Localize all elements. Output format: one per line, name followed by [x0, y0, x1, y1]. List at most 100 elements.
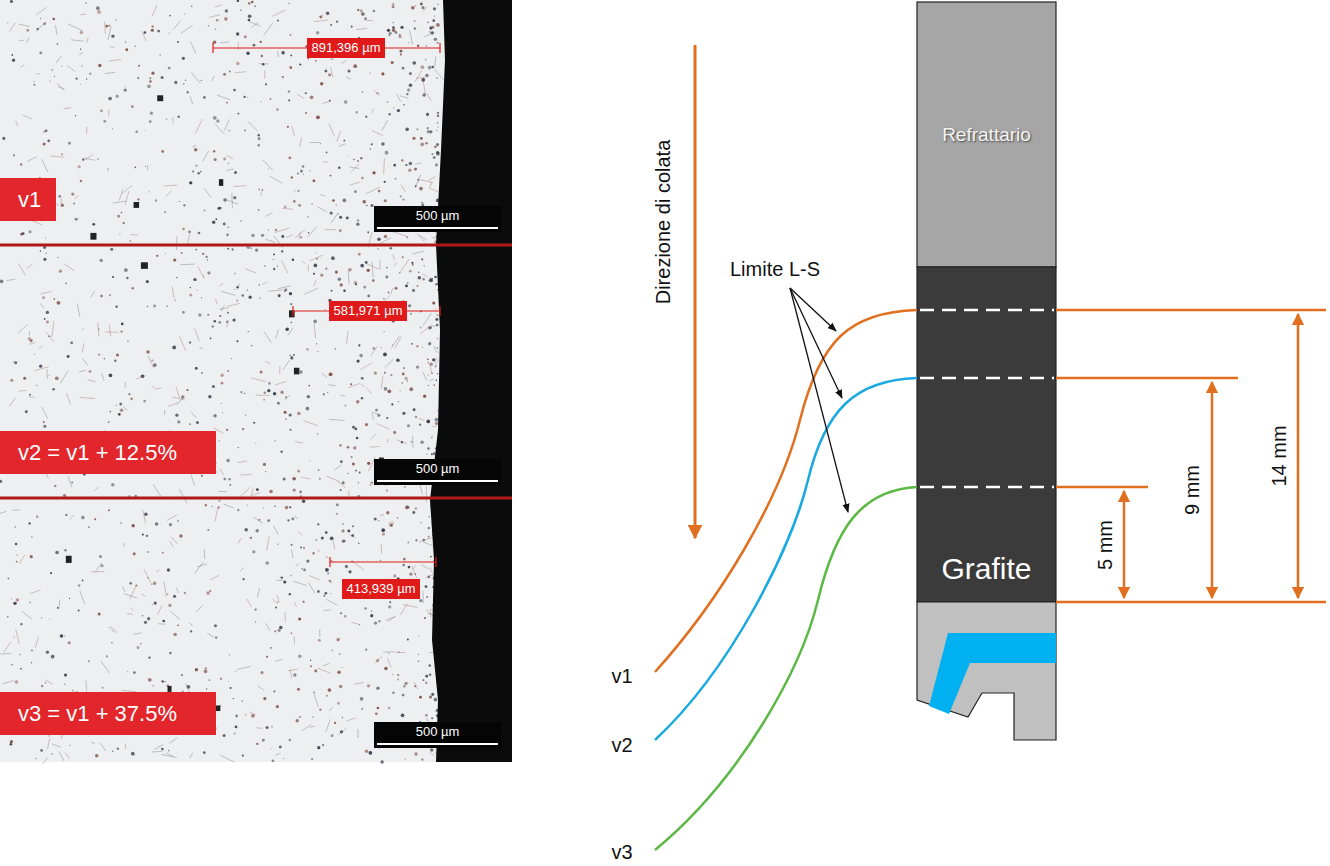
- grain-boundary: [361, 384, 365, 387]
- grain-dot: [418, 635, 419, 636]
- grain-dot: [366, 205, 368, 207]
- grain-dot: [181, 252, 183, 254]
- grain-boundary: [16, 629, 20, 644]
- refractory-label-box: Refrattario: [917, 2, 1056, 267]
- grain-dot: [41, 617, 43, 619]
- curve-label: v3: [611, 841, 632, 864]
- grain-dot: [121, 323, 124, 326]
- grain-dot: [354, 281, 357, 284]
- grain-dot: [7, 616, 8, 617]
- grain-dot: [197, 172, 200, 175]
- grain-dot: [329, 580, 331, 582]
- grain-boundary: [227, 156, 233, 159]
- grain-boundary: [143, 510, 146, 523]
- grain-dot: [311, 203, 313, 205]
- grain-dot: [426, 453, 427, 454]
- grain-dot: [405, 164, 407, 166]
- grain-dot: [222, 412, 223, 413]
- grain-dot: [399, 272, 400, 273]
- grain-dot: [408, 168, 411, 171]
- grain-boundary: [423, 313, 431, 325]
- grain-dot: [310, 660, 311, 661]
- grain-dot: [271, 726, 272, 727]
- grain-dot: [264, 392, 267, 395]
- grain-boundary: [349, 383, 360, 387]
- grain-dot: [427, 127, 429, 129]
- cooling-channel: [929, 633, 1056, 714]
- grain-boundary: [156, 388, 161, 389]
- grain-dot: [235, 671, 236, 672]
- grain-dot: [219, 440, 220, 441]
- grain-dot: [50, 572, 52, 574]
- grain-dot: [179, 201, 180, 202]
- grain-boundary: [133, 633, 141, 635]
- grain-dot: [435, 422, 438, 425]
- grain-dot: [263, 508, 264, 509]
- grain-dot: [10, 740, 13, 743]
- grain-boundary: [169, 403, 179, 406]
- grain-dot: [359, 472, 361, 474]
- grain-dot: [198, 232, 201, 235]
- grain-dot: [235, 715, 238, 718]
- grain-boundary: [314, 323, 316, 338]
- grain-dot: [82, 329, 83, 330]
- grain-dot: [92, 223, 95, 226]
- grain-boundary: [19, 24, 30, 26]
- grain-boundary: [197, 564, 207, 567]
- grain-boundary: [4, 641, 11, 652]
- grain-dot: [357, 160, 359, 162]
- grain-dot: [142, 534, 144, 536]
- grain-boundary: [265, 361, 270, 364]
- grain-dot: [265, 726, 268, 729]
- grain-boundary: [276, 330, 279, 339]
- grain-dot: [291, 544, 293, 546]
- grain-boundary: [276, 580, 283, 581]
- grain-dot: [100, 295, 102, 297]
- grain-dot: [365, 749, 368, 752]
- grain-dot: [399, 34, 401, 36]
- grain-dot: [393, 574, 396, 577]
- grain-dot: [244, 35, 247, 38]
- grain-dot: [248, 19, 251, 22]
- grain-boundary: [323, 609, 331, 611]
- grain-dot: [386, 417, 388, 419]
- grain-dot: [339, 444, 342, 447]
- grain-dot: [293, 488, 296, 491]
- grain-dot: [182, 57, 185, 60]
- grain-dot: [384, 199, 387, 202]
- grain-dot: [153, 304, 156, 307]
- grain-dot: [198, 313, 202, 317]
- grain-boundary: [372, 131, 383, 136]
- grain-boundary: [346, 77, 351, 79]
- node-text: Grafite: [941, 552, 1031, 586]
- grain-dot: [326, 152, 328, 154]
- grain-dot: [336, 204, 337, 205]
- grain-dot: [312, 179, 315, 182]
- grain-boundary: [220, 755, 234, 762]
- grain-dot: [428, 385, 429, 386]
- grain-boundary: [22, 611, 32, 619]
- grain-dot: [412, 137, 415, 140]
- grain-dot: [409, 572, 412, 575]
- grain-boundary: [240, 568, 243, 572]
- grain-dot: [343, 140, 345, 142]
- grain-dot: [337, 702, 340, 705]
- grain-dot: [96, 6, 100, 10]
- grain-boundary: [428, 177, 435, 181]
- grain-dot: [291, 322, 293, 324]
- grain-boundary: [264, 23, 273, 35]
- grain-dot: [237, 0, 239, 2]
- grain-dot: [238, 447, 239, 448]
- grain-boundary: [202, 151, 208, 161]
- grain-dot: [401, 713, 405, 717]
- grain-dot: [226, 234, 229, 237]
- grain-dot: [65, 514, 67, 516]
- grain-boundary: [127, 613, 132, 615]
- panel-separator: [0, 244, 512, 247]
- grain-boundary: [372, 412, 380, 415]
- grain-boundary: [415, 163, 421, 164]
- grain-dot: [107, 168, 108, 169]
- grain-dot: [196, 421, 199, 424]
- grain-dot: [430, 279, 433, 282]
- grain-dot: [26, 29, 29, 32]
